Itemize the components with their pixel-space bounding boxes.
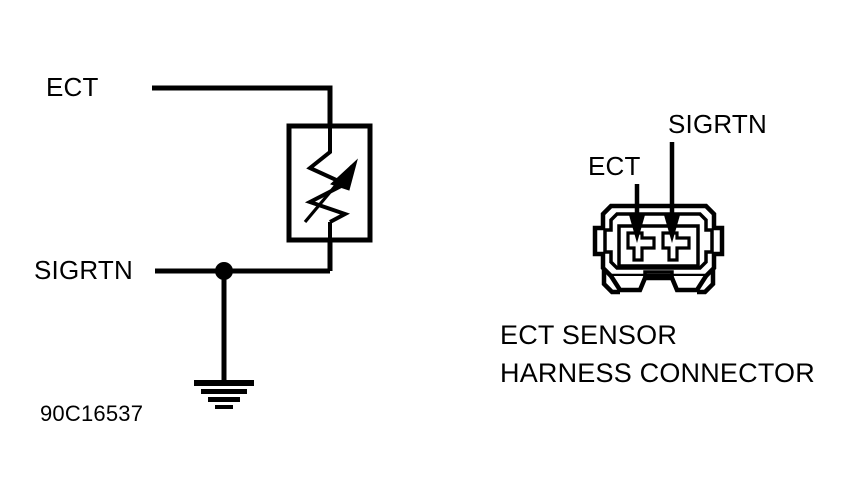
ground-bar-3 <box>208 397 240 402</box>
connector-caption-line2: HARNESS CONNECTOR <box>500 358 815 388</box>
pointer-arrow-sigrtn <box>664 142 680 243</box>
connector-caption-line1: ECT SENSOR <box>500 320 677 350</box>
thermistor-arrow <box>303 158 358 224</box>
connector-label-ect: ECT <box>588 151 641 181</box>
figure-number: 90C16537 <box>40 401 143 426</box>
connector-locking-foot <box>609 274 708 293</box>
pointer-arrow-ect <box>629 184 645 243</box>
connector-illustration-group: ECT SIGRTN <box>500 109 815 388</box>
ect-wire-path <box>152 85 333 126</box>
thermistor-arrow-head <box>330 158 358 191</box>
ground-bar-2 <box>201 389 247 394</box>
ground-symbol <box>194 380 254 409</box>
ground-bar-1 <box>194 380 254 386</box>
sigrtn-wire-label: SIGRTN <box>34 255 133 285</box>
ground-bar-4 <box>215 405 233 409</box>
schematic-group: ECT SIGRTN <box>34 72 373 426</box>
connector-label-sigrtn: SIGRTN <box>668 109 767 139</box>
pointer-arrow-sigrtn-head <box>664 215 680 243</box>
terminal-cavity-sigrtn <box>661 231 691 262</box>
connector-foot-center-tab <box>643 270 674 278</box>
terminal-cavity-ect <box>626 231 656 262</box>
ect-wire-label: ECT <box>46 72 99 102</box>
connector-foot-right <box>697 270 716 295</box>
ect-wire <box>152 85 333 126</box>
connector-foot-left <box>601 270 620 295</box>
pointer-arrow-ect-head <box>629 215 645 243</box>
